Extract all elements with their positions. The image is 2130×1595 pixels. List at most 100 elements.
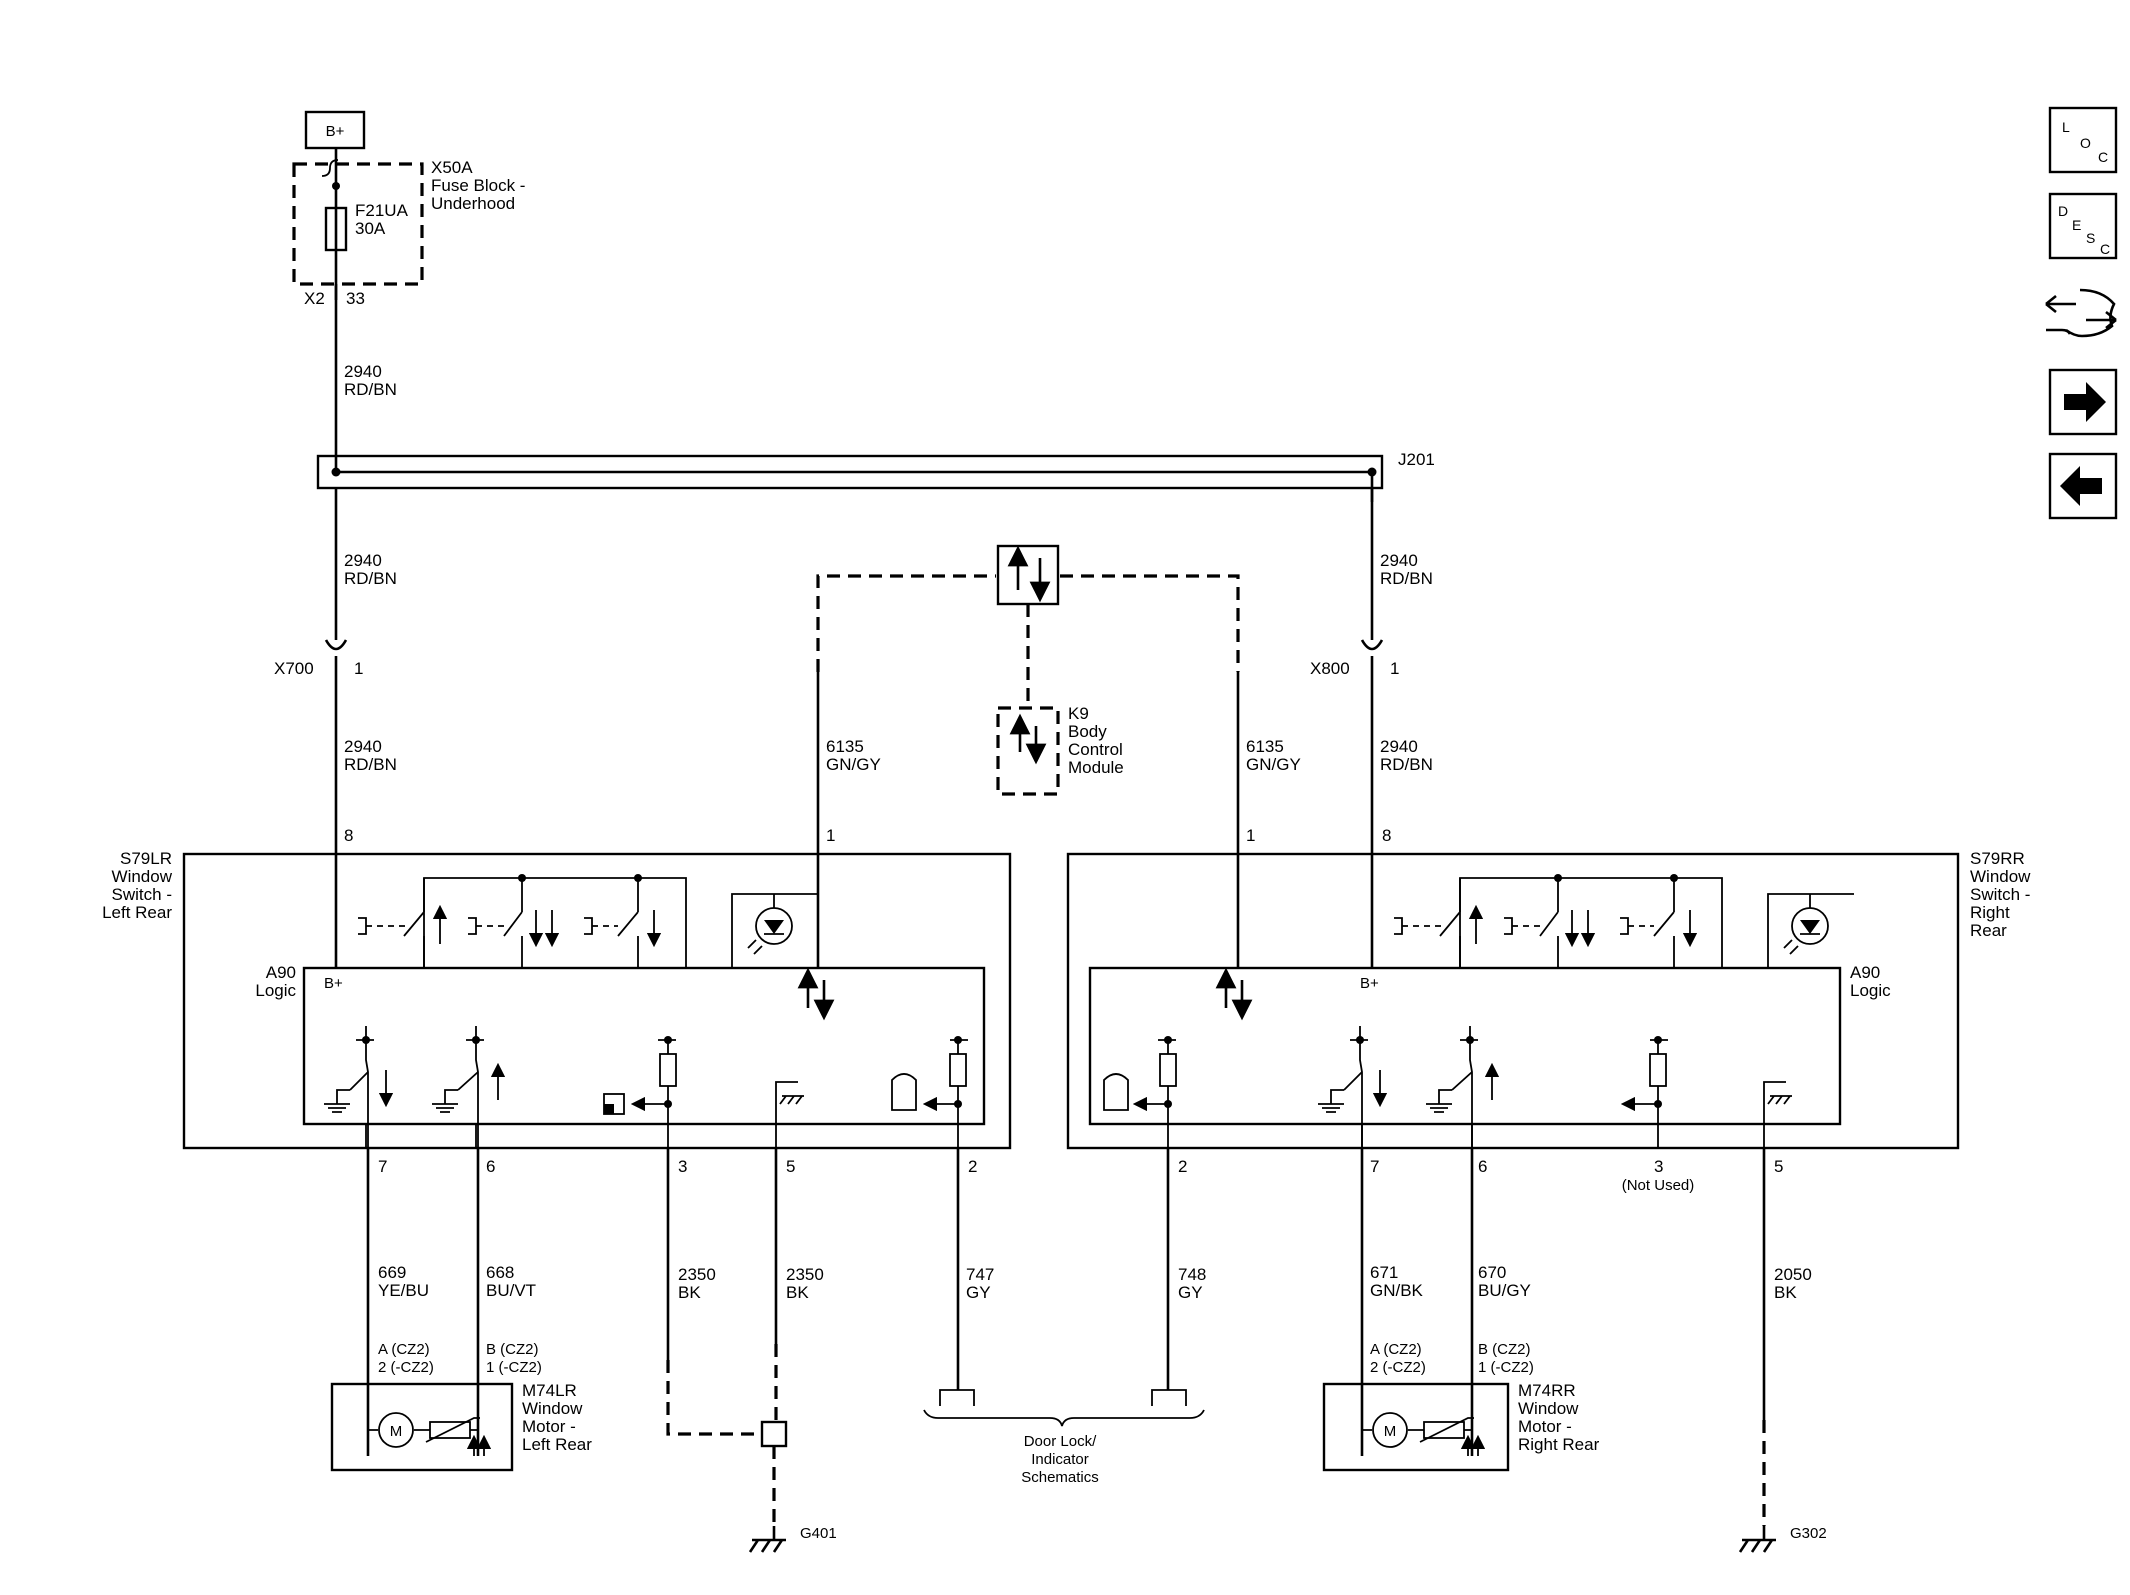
window-switch-right-rear: S79RR Window Switch - Right Rear 1 8 xyxy=(1066,826,2031,1150)
wire-label-668-num: 668 xyxy=(486,1263,514,1282)
left-pin-1: 1 xyxy=(826,826,835,845)
right-pin-6: 6 xyxy=(1478,1157,1487,1176)
relay-output-left-6 xyxy=(432,1026,506,1148)
wire-label-2350b-color: BK xyxy=(786,1283,809,1302)
loc-icon[interactable]: L O C xyxy=(2048,106,2118,174)
right-motor-line3: Right Rear xyxy=(1518,1435,1600,1454)
wire-label-2350a-num: 2350 xyxy=(678,1265,716,1284)
ground-g401: G401 xyxy=(748,1420,837,1553)
wire-label-2940-ru-num: 2940 xyxy=(1380,551,1418,570)
fuse-f21ua xyxy=(324,186,348,300)
window-motor-right-rear: A (CZ2) 2 (-CZ2) B (CZ2) 1 (-CZ2) M M74R… xyxy=(1322,1341,1600,1472)
illumination-led-right xyxy=(1767,893,1854,968)
left-switch-line3: Left Rear xyxy=(102,903,172,922)
left-motor-pin-b1: B (CZ2) xyxy=(486,1341,539,1358)
next-arrow-icon[interactable] xyxy=(2048,368,2118,436)
wire-label-6135-left-color: GN/GY xyxy=(826,755,881,774)
door-lock-ref-line2: Indicator xyxy=(1031,1451,1089,1468)
wire-label-2940-lu-num: 2940 xyxy=(344,551,382,570)
right-motor-symbol: M xyxy=(1384,1423,1397,1440)
x700-pin: 1 xyxy=(354,659,363,678)
battery-power-terminal: B+ xyxy=(304,110,366,150)
switch-contact-auto-up xyxy=(358,878,448,944)
wire-label-748-num: 748 xyxy=(1178,1265,1206,1284)
wire-label-669-color: YE/BU xyxy=(378,1281,429,1300)
right-pin-2: 2 xyxy=(1178,1157,1187,1176)
desc-icon[interactable]: D E S C xyxy=(2048,192,2118,260)
x800-id: X800 xyxy=(1310,659,1350,678)
ground-ref-right-5 xyxy=(1763,1081,1792,1148)
window-motor-left-rear: A (CZ2) 2 (-CZ2) B (CZ2) 1 (-CZ2) M M74L… xyxy=(330,1341,592,1472)
right-logic-id: A90 xyxy=(1850,963,1880,982)
left-logic-id: A90 xyxy=(266,963,296,982)
switch-contact-express-down-right xyxy=(1504,878,1596,948)
wire-label-671-num: 671 xyxy=(1370,1263,1398,1282)
right-switch-id: S79RR xyxy=(1970,849,2025,868)
left-motor-line1: Window xyxy=(522,1399,583,1418)
desc-letter-d: D xyxy=(2058,203,2068,219)
left-switch-line2: Switch - xyxy=(112,885,172,904)
right-pin-1: 1 xyxy=(1246,826,1255,845)
wire-label-6135-right-num: 6135 xyxy=(1246,737,1284,756)
right-logic-label: Logic xyxy=(1850,981,1891,1000)
right-switch-line4: Rear xyxy=(1970,921,2007,940)
ground-g401-label: G401 xyxy=(800,1525,837,1542)
left-pin-8: 8 xyxy=(344,826,353,845)
diagnostic-icon[interactable] xyxy=(2045,288,2117,338)
wire-label-6135-right-color: GN/GY xyxy=(1246,755,1301,774)
bcm-line3: Module xyxy=(1068,758,1124,777)
desc-letter-c: C xyxy=(2100,241,2110,257)
wire-label-2050-color: BK xyxy=(1774,1283,1797,1302)
right-motor-pin-b2: 1 (-CZ2) xyxy=(1478,1359,1534,1376)
left-pin-3: 3 xyxy=(678,1157,687,1176)
wire-label-2940-rl-color: RD/BN xyxy=(1380,755,1433,774)
loc-letter-o: O xyxy=(2080,135,2091,151)
wire-label-6135-left-num: 6135 xyxy=(826,737,864,756)
fuse-connector-x2: X2 xyxy=(304,289,325,308)
left-logic-bplus: B+ xyxy=(324,975,343,992)
splice-id: J201 xyxy=(1398,450,1435,469)
wire-label-2050-num: 2050 xyxy=(1774,1265,1812,1284)
inline-connector-x700: X700 1 xyxy=(274,639,363,678)
wire-label-747-color: GY xyxy=(966,1283,991,1302)
left-motor-line2: Motor - xyxy=(522,1417,576,1436)
wire-label-670-num: 670 xyxy=(1478,1263,1506,1282)
switch-contact-auto-up-right xyxy=(1394,878,1484,944)
left-motor-line3: Left Rear xyxy=(522,1435,592,1454)
wire-label-2940-lu-color: RD/BN xyxy=(344,569,397,588)
body-control-module-k9: K9 Body Control Module xyxy=(996,704,1124,796)
fuse-block-connector-id: X50A xyxy=(431,158,473,177)
fuse-block-name-line1: Fuse Block - xyxy=(431,176,525,195)
right-logic-bplus: B+ xyxy=(1360,975,1379,992)
wire-label-670-color: BU/GY xyxy=(1478,1281,1531,1300)
fuse-pin-33: 33 xyxy=(346,289,365,308)
ground-g302-label: G302 xyxy=(1790,1525,1827,1542)
wire-label-2940-top-num: 2940 xyxy=(344,362,382,381)
door-lock-indicator-reference: Door Lock/ Indicator Schematics xyxy=(923,1148,1205,1486)
right-pin-5: 5 xyxy=(1774,1157,1783,1176)
previous-arrow-icon[interactable] xyxy=(2048,452,2118,520)
ground-g302: G302 xyxy=(1738,1525,1827,1553)
wire-label-671-color: GN/BK xyxy=(1370,1281,1424,1300)
right-switch-line2: Switch - xyxy=(1970,885,2030,904)
wire-label-2940-ll-num: 2940 xyxy=(344,737,382,756)
door-lock-ref-line1: Door Lock/ xyxy=(1024,1433,1097,1450)
left-logic-label: Logic xyxy=(255,981,296,1000)
door-ajar-input-right xyxy=(1103,1036,1177,1148)
right-motor-line1: Window xyxy=(1518,1399,1579,1418)
left-motor-pin-b2: 1 (-CZ2) xyxy=(486,1359,542,1376)
illumination-led-left xyxy=(731,893,818,968)
loc-letter-l: L xyxy=(2062,119,2070,135)
left-pin-7: 7 xyxy=(378,1157,387,1176)
window-switch-left-rear: S79LR Window Switch - Left Rear 8 1 xyxy=(102,826,1012,1150)
serial-data-network xyxy=(816,544,1240,706)
fuse-rating: 30A xyxy=(355,219,386,238)
switch-contact-express-down xyxy=(468,878,560,948)
input-lockout-left xyxy=(603,1036,677,1148)
wire-label-748-color: GY xyxy=(1178,1283,1203,1302)
b-plus-label: B+ xyxy=(326,123,345,140)
right-switch-line3: Right xyxy=(1970,903,2010,922)
right-motor-pin-b1: B (CZ2) xyxy=(1478,1341,1531,1358)
left-motor-pin-a1: A (CZ2) xyxy=(378,1341,430,1358)
